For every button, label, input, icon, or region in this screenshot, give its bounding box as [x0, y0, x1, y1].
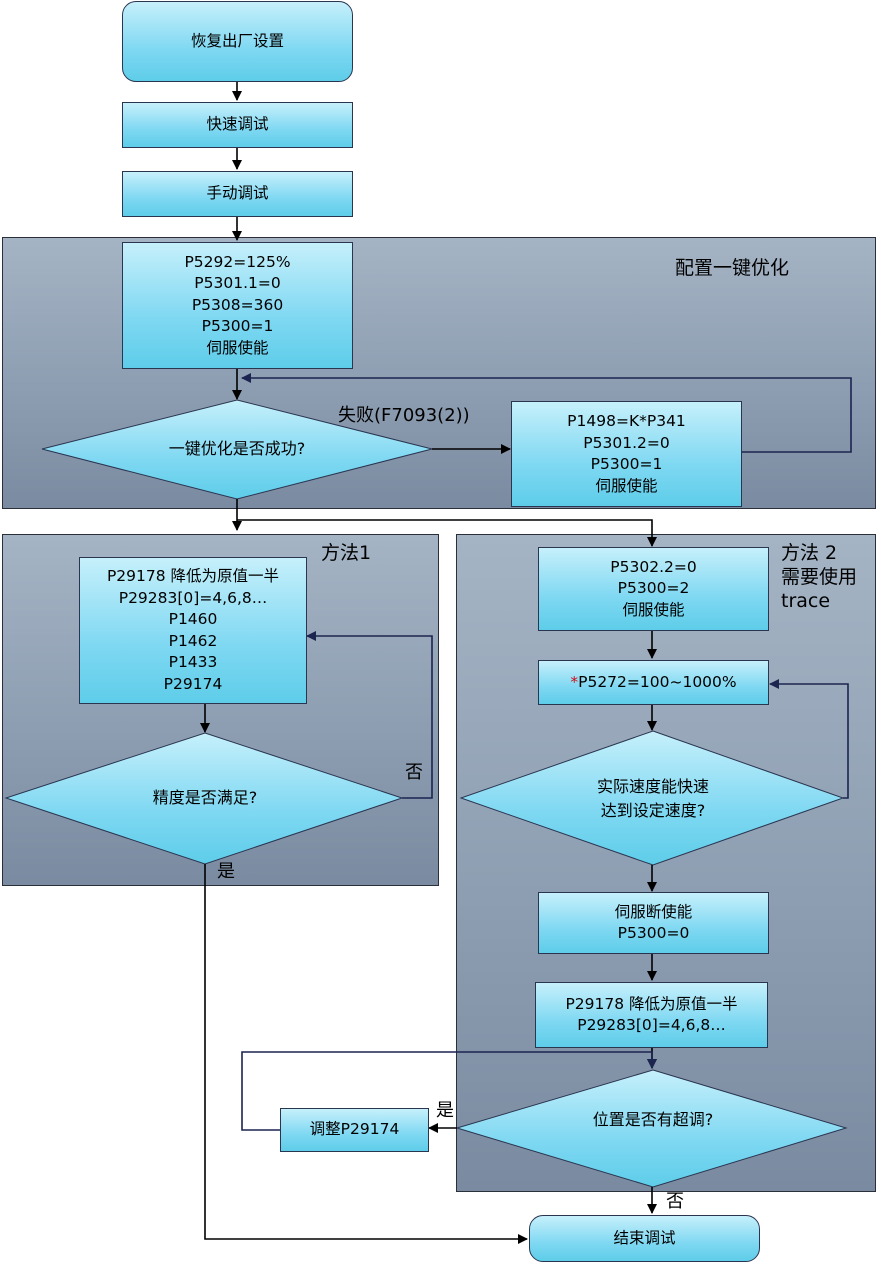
end-commission-text: 结束调试 [613, 1228, 676, 1247]
param-line: P5302.2=0 [610, 557, 697, 576]
p5272-line: *P5272=100~1000% [570, 672, 736, 694]
manual-commission-box: 手动调试 [122, 171, 353, 217]
method1-yes-label: 是 [217, 861, 235, 882]
param-line: P29178 降低为原值一半 [106, 567, 280, 585]
param-line: P29283[0]=4,6,8… [577, 1016, 726, 1034]
param-line: 伺服断使能 [614, 902, 693, 921]
decision-overshoot-shape [455, 1069, 848, 1188]
decision-precision-text: 精度是否满足? [152, 788, 258, 807]
retry-params-box: P1498=K*P341 P5301.2=0 P5300=1 伺服使能 [511, 401, 742, 507]
fail-label: 失败(F7093(2)) [338, 405, 470, 426]
quick-commission-text: 快速调试 [206, 115, 269, 134]
param-line: 伺服使能 [622, 600, 685, 619]
reset-factory-box: 恢复出厂设置 [122, 1, 353, 82]
param-line: P5301.1=0 [194, 274, 281, 293]
manual-commission-text: 手动调试 [206, 184, 269, 203]
servo-off-box: 伺服断使能 P5300=0 [538, 892, 769, 954]
param-line: P29178 降低为原值一半 [565, 994, 738, 1013]
decision-overshoot-text: 位置是否有超调? [592, 1110, 714, 1129]
param-line: P5300=2 [617, 579, 690, 598]
param-line: P1462 [168, 631, 218, 650]
region-optimize-label: 配置一键优化 [675, 257, 790, 279]
p5272-text: P5272=100~1000% [578, 672, 737, 691]
adjust-box: 调整P29174 [280, 1108, 429, 1152]
method2-reduce-box: P29178 降低为原值一半 P29283[0]=4,6,8… [535, 982, 768, 1048]
decision-speed-shape [459, 730, 845, 866]
param-line: P5300=0 [617, 924, 690, 942]
region-method1-label: 方法1 [321, 542, 372, 564]
overshoot-no-label: 否 [666, 1191, 684, 1212]
param-line: 伺服使能 [206, 338, 269, 357]
decision-optimize-text: 一键优化是否成功? [168, 439, 306, 458]
end-commission-box: 结束调试 [529, 1215, 760, 1262]
param-line: P5301.2=0 [583, 433, 670, 452]
method2-params-box: P5302.2=0 P5300=2 伺服使能 [538, 547, 769, 631]
param-line: P1433 [168, 653, 218, 671]
optimize-params-box: P5292=125% P5301.1=0 P5308=360 P5300=1 伺… [122, 242, 353, 369]
adjust-text: 调整P29174 [309, 1120, 400, 1139]
param-line: P1498=K*P341 [567, 412, 686, 430]
decision-speed-text-2: 达到设定速度? [600, 801, 706, 820]
method1-no-label: 否 [405, 762, 423, 783]
quick-commission-box: 快速调试 [122, 102, 353, 148]
param-line: P1460 [168, 610, 218, 628]
param-line: 伺服使能 [595, 476, 658, 495]
param-line: P29283[0]=4,6,8… [118, 588, 268, 607]
decision-speed-text-1: 实际速度能快速 [596, 777, 709, 796]
asterisk-mark: * [570, 672, 579, 691]
region-method2-label: 方法 2 需要使用 trace [781, 542, 858, 612]
param-line: P29174 [163, 674, 223, 693]
method1-params-box: P29178 降低为原值一半 P29283[0]=4,6,8… P1460 P1… [79, 557, 307, 704]
param-line: P5300=1 [201, 317, 274, 336]
param-line: P5308=360 [191, 295, 284, 314]
p5272-box: *P5272=100~1000% [538, 660, 769, 705]
reset-factory-text: 恢复出厂设置 [190, 31, 284, 50]
param-line: P5292=125% [184, 252, 291, 271]
param-line: P5300=1 [590, 455, 663, 473]
overshoot-yes-label: 是 [436, 1100, 454, 1121]
